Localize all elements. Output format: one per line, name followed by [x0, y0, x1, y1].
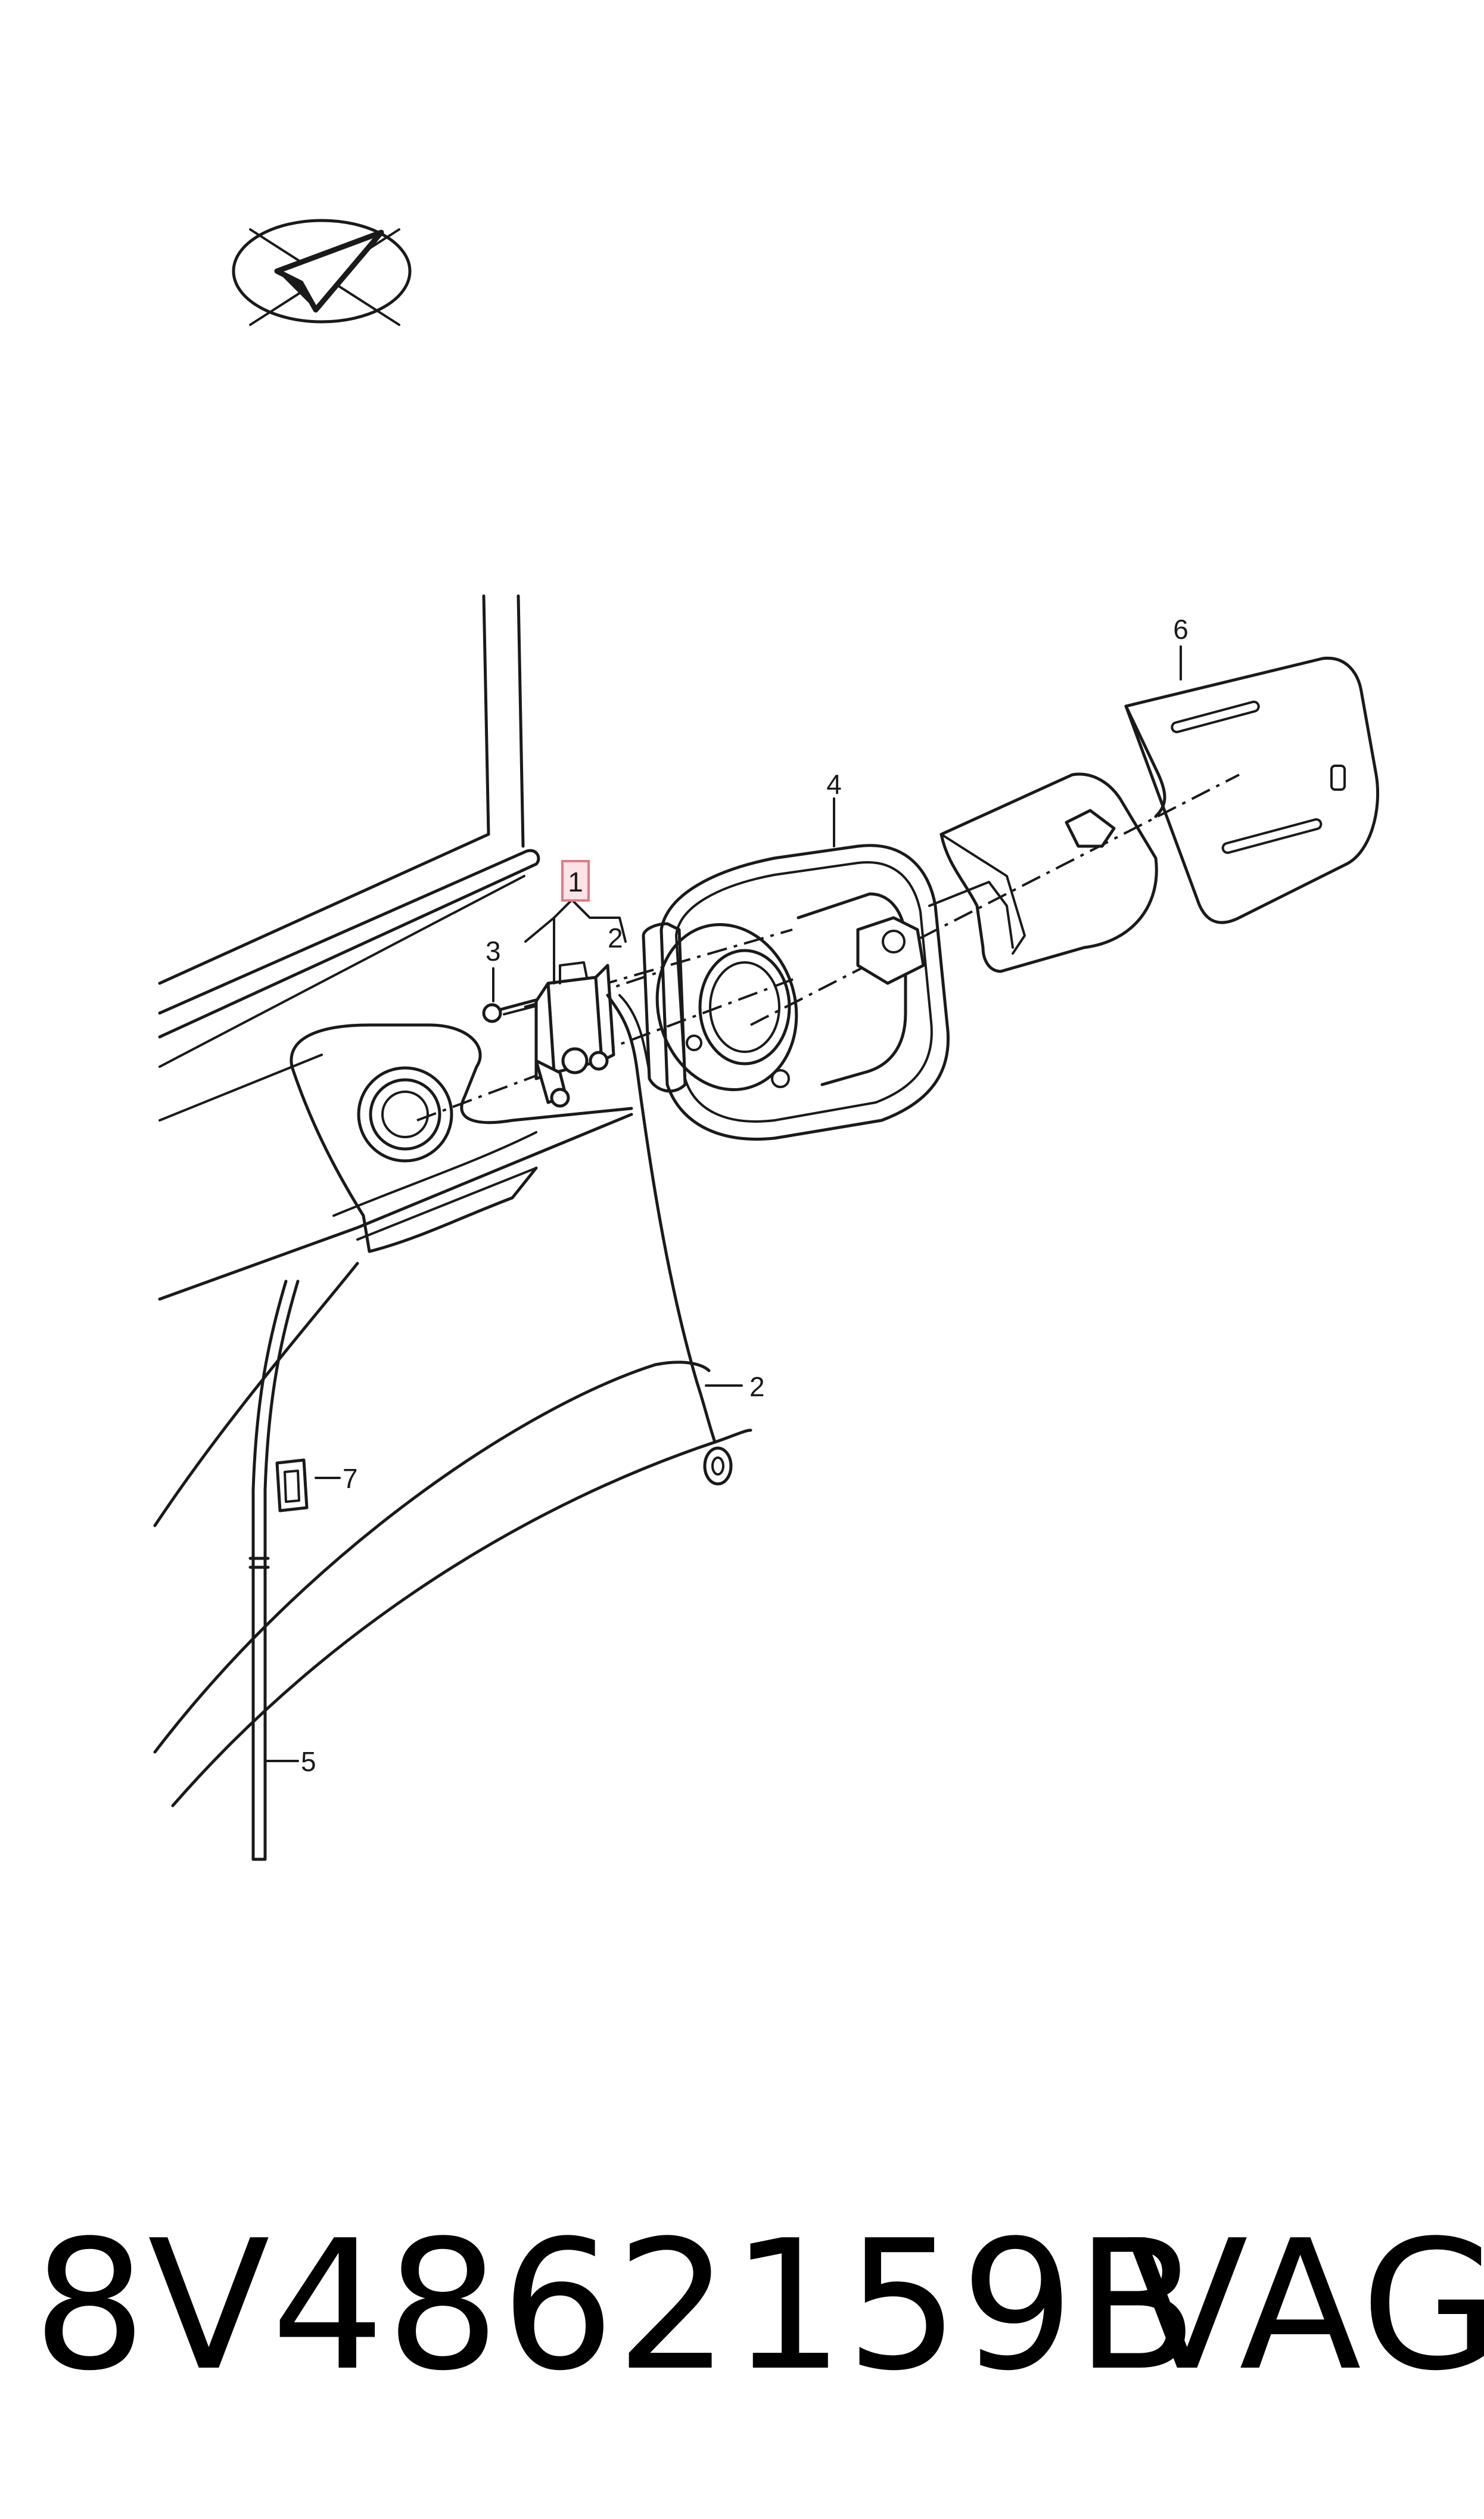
callout-4: 4 [826, 769, 842, 800]
callout-6: 6 [1173, 614, 1189, 645]
leader-lines [264, 645, 1182, 1762]
callout-labels: 1 2 3 4 6 2 7 5 [301, 614, 1189, 1777]
callout-7: 7 [343, 1463, 358, 1494]
part-number-label: 8V4862159B [33, 2202, 1199, 2410]
filler-flap [642, 844, 950, 1141]
brand-label: VAG [1126, 2202, 1484, 2410]
actuator [534, 961, 615, 1108]
screw [482, 998, 538, 1023]
callout-2a: 2 [608, 923, 623, 953]
flap-lid [1124, 656, 1379, 924]
callout-1-highlight [561, 860, 590, 902]
callout-2b: 2 [749, 1371, 765, 1402]
axis-line-cap [750, 774, 1240, 1026]
callout-1: 1 [568, 866, 583, 897]
hinge-arm [928, 772, 1158, 973]
filler-housing [290, 1023, 633, 1253]
callout-5: 5 [301, 1746, 316, 1777]
drain-hose [248, 1279, 300, 1861]
earth-cable [606, 993, 733, 1486]
callout-3: 3 [486, 936, 501, 967]
direction-arrow-icon [232, 219, 412, 326]
clip [275, 1458, 309, 1512]
